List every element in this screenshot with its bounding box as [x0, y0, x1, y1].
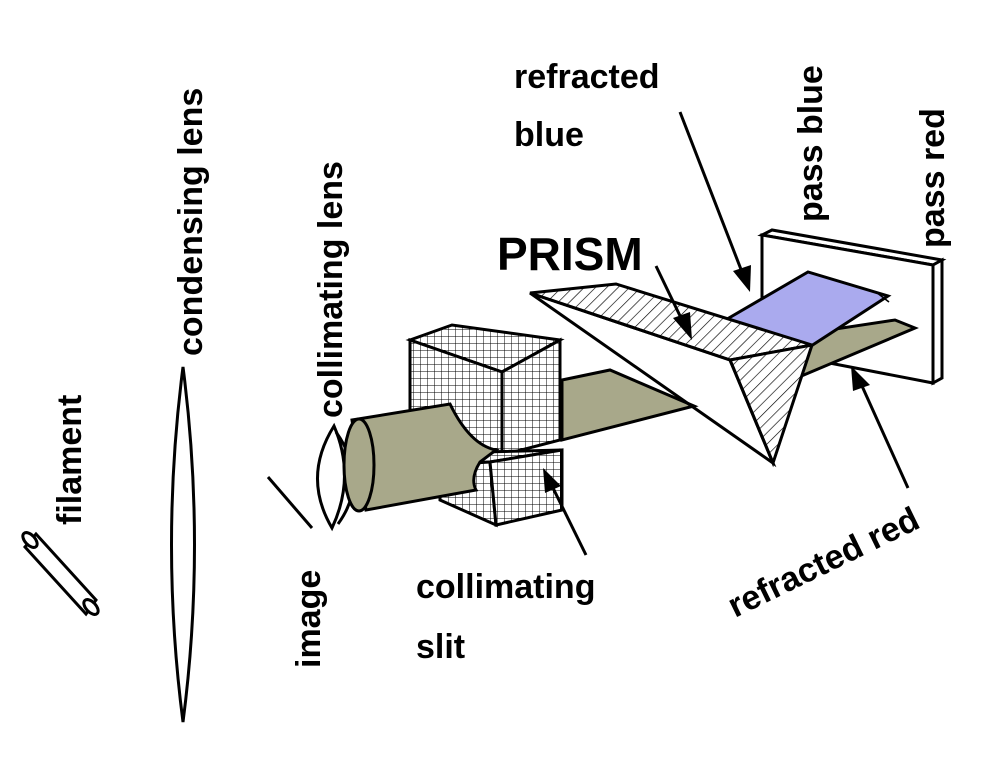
leader-arrows	[543, 111, 910, 556]
label-collimating-slit-2: slit	[416, 628, 465, 666]
filament-rod	[21, 531, 100, 617]
prism-body	[529, 282, 815, 468]
collimated-beam	[342, 402, 500, 513]
label-pass-red: pass red	[914, 108, 952, 248]
label-condensing-lens: condensing lens	[172, 88, 210, 356]
slit-upper-block	[405, 323, 565, 458]
label-filament: filament	[51, 395, 89, 525]
label-refracted-blue-2: blue	[514, 116, 584, 154]
label-image: image	[290, 570, 328, 668]
label-refracted-blue-1: refracted	[514, 58, 660, 96]
label-collimating-slit-1: collimating	[416, 568, 595, 606]
image-plane-line	[266, 476, 314, 529]
label-collimating-lens: collimating lens	[312, 161, 350, 418]
label-pass-blue: pass blue	[792, 65, 830, 222]
condensing-lens-shape	[170, 366, 196, 723]
label-refracted-red: refracted red	[722, 500, 925, 625]
label-prism: PRISM	[497, 228, 643, 280]
